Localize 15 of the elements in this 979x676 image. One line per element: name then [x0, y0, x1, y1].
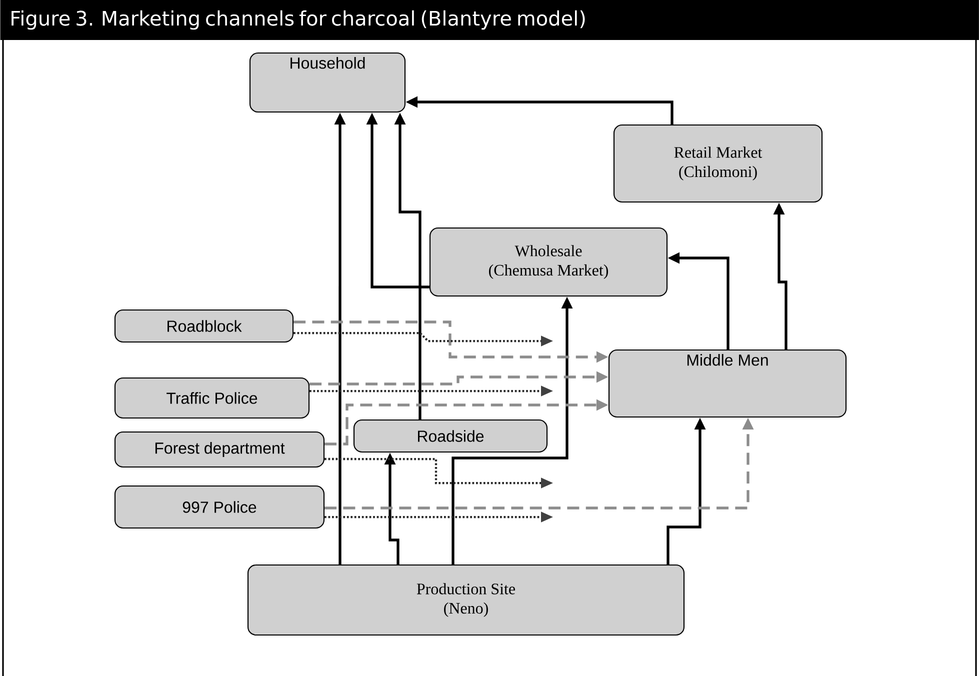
box: Traffic Police — [114, 377, 310, 419]
dotted-arrow — [324, 458, 553, 488]
dotted-arrow — [294, 332, 553, 346]
box: Production Site (Neno) — [247, 564, 685, 636]
box: 997 Police — [114, 485, 325, 529]
box: Roadblock — [114, 309, 294, 343]
box: Roadside — [353, 419, 548, 453]
box: Retail Market (Chilomoni) — [613, 124, 823, 203]
box: Wholesale (Chemusa Market) — [429, 227, 668, 297]
dotted-arrow — [310, 386, 553, 396]
box: Forest department — [114, 431, 325, 468]
title-band: Figure 3. Marketing channels for charcoal (Blantyre model) — [0, 0, 979, 40]
box: Household — [249, 52, 406, 113]
box: Middle Men — [608, 349, 847, 418]
dotted-arrow — [324, 512, 553, 522]
